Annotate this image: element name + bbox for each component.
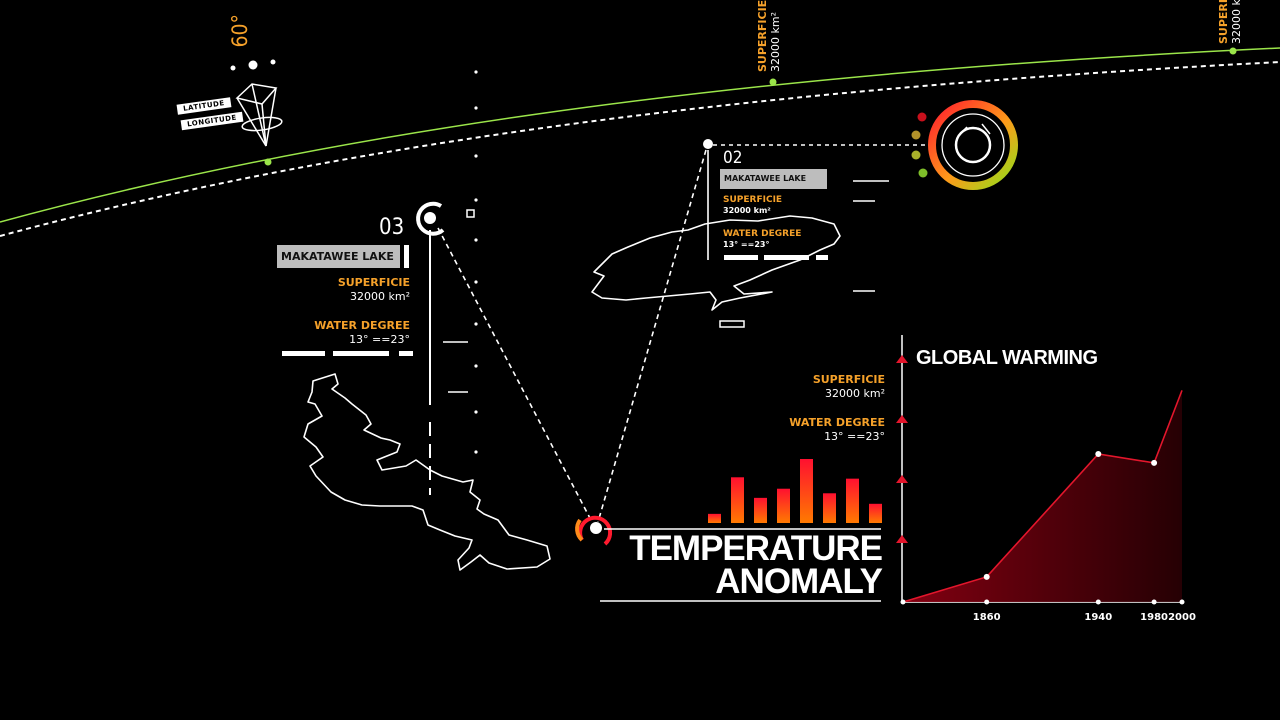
orbit-marker: [264, 158, 272, 166]
temperature-bar: [708, 513, 721, 523]
lake-02-outline: [591, 215, 841, 311]
orbit-marker: [769, 78, 777, 86]
compass-cone-icon: [230, 59, 283, 147]
orbit-label-2: SUPERFI 32000 k: [1217, 0, 1243, 44]
gw-water-value: 13° ==23°: [824, 430, 885, 443]
global-warming-title: GLOBAL WARMING: [916, 347, 1098, 369]
temperature-bar-chart: [708, 459, 882, 523]
gw-data-point: [1095, 451, 1102, 457]
temperature-bar: [800, 459, 813, 523]
temperature-bar: [846, 478, 859, 523]
site-02-superficie-value: 32000 km²: [723, 206, 771, 215]
site-03-water-value: 13° ==23°: [349, 333, 410, 346]
temperature-bar: [777, 488, 790, 523]
ring-gauge-icon: [911, 100, 1018, 190]
site-02-scale-bars: [724, 255, 828, 260]
gw-superficie-value: 32000 km²: [825, 387, 885, 400]
temperature-title-line2: ANOMALY: [715, 562, 883, 601]
gw-y-markers: [896, 355, 908, 543]
gw-x-tick-label: 2000: [1168, 612, 1196, 623]
gw-x-tick: [1095, 599, 1101, 605]
gw-data-point: [983, 573, 990, 580]
orbit-label-2-title: SUPERFI: [1217, 0, 1230, 44]
dotted-vertical-guide: [474, 70, 478, 454]
gw-area-fill: [903, 390, 1182, 602]
connector-03: [437, 227, 593, 523]
site-02-point: [703, 139, 713, 149]
site-02-water-label: WATER DEGREE: [723, 229, 802, 239]
temperature-title-line1: TEMPERATURE: [629, 529, 883, 568]
gw-x-tick-label: 1980: [1140, 612, 1169, 623]
site-02-superficie-label: SUPERFICIE: [723, 195, 783, 205]
gw-water-label: WATER DEGREE: [789, 416, 885, 429]
angle-label: 60°: [228, 14, 252, 48]
gw-x-tick: [1151, 599, 1157, 605]
connector-02: [597, 149, 707, 523]
temperature-bar: [823, 493, 836, 523]
temperature-anomaly-title: TEMPERATURE ANOMALY: [629, 529, 883, 601]
site-03-name-tag: MAKATAWEE LAKE: [277, 245, 400, 268]
site-03-water-label: WATER DEGREE: [314, 319, 410, 332]
site-03-target-icon: [416, 201, 445, 236]
orbit-dashed-line: [0, 61, 1280, 237]
orbit-marker: [1229, 47, 1237, 55]
temperature-bar: [754, 497, 767, 523]
gw-x-tick-label: 1940: [1084, 612, 1113, 623]
temperature-bar: [869, 503, 882, 523]
temperature-bar: [731, 477, 744, 523]
temperature-target-icon: [575, 515, 613, 546]
site-02-name-tag: MAKATAWEE LAKE: [720, 169, 827, 189]
gw-x-tick: [1179, 599, 1185, 605]
orbit-green-line: [0, 47, 1280, 223]
gw-x-tick-label: 1860: [972, 612, 1001, 623]
orbit-label-2-value: 32000 k: [1230, 0, 1243, 44]
site-03-superficie-value: 32000 km²: [350, 290, 410, 303]
site-02-number: 02: [723, 148, 743, 168]
gw-x-tick: [984, 599, 990, 605]
gw-superficie-label: SUPERFICIE: [812, 373, 885, 386]
orbit-label-1-title: SUPERFICIE: [756, 0, 769, 72]
site-03-number: 03: [379, 215, 405, 240]
lake-03-outline: [303, 373, 551, 571]
orbit-label-1-value: 32000 km²: [769, 12, 782, 72]
gw-x-tick: [900, 599, 906, 605]
site-03-superficie-label: SUPERFICIE: [337, 276, 410, 289]
gw-data-point: [1151, 459, 1158, 466]
orbit-label-1: SUPERFICIE 32000 km²: [756, 0, 782, 72]
site-03-scale-bars: [282, 245, 413, 356]
site-03-square-marker: [466, 209, 475, 218]
site-02-water-value: 13° ==23°: [723, 240, 770, 249]
global-warming-area-chart: [900, 390, 1185, 605]
